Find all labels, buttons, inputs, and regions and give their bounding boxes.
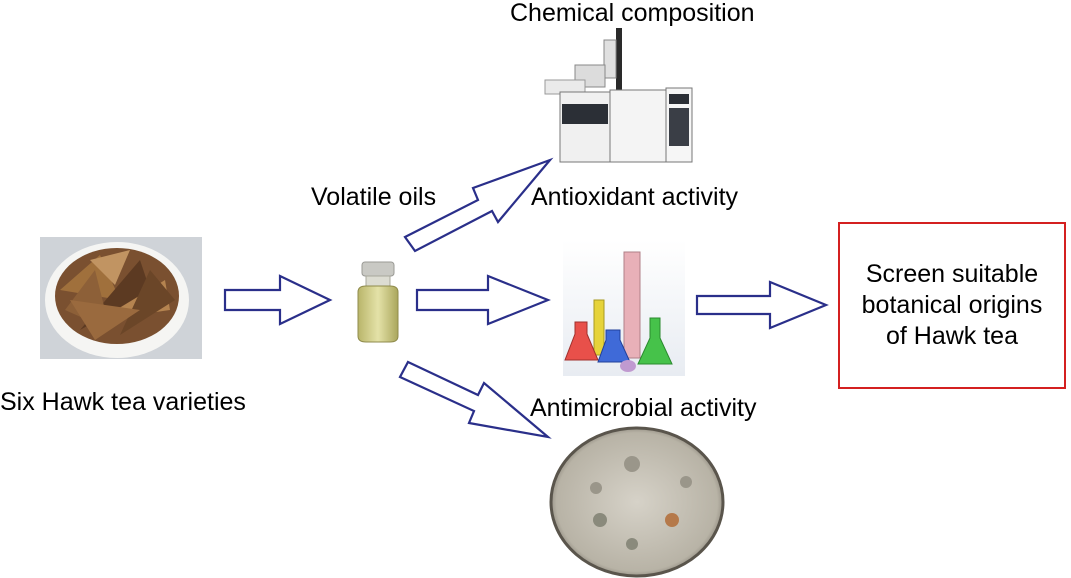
chemical-composition-label: Chemical composition [510,0,755,27]
arrow-antioxidant-to-result [695,280,829,330]
arrow-oil-to-antimicrobial [398,360,552,439]
lab-glassware-image [563,240,685,376]
gc-ms-instrument-image [544,28,693,163]
arrow-oil-to-composition [403,157,554,253]
tea-leaves-image [40,237,202,359]
antimicrobial-activity-label: Antimicrobial activity [530,394,757,422]
arrow-leaves-to-oil [223,274,333,326]
result-line-1: Screen suitable [865,260,1039,288]
result-box: Screen suitable botanical origins of Haw… [838,222,1066,389]
result-text: Screen suitable botanical origins of Haw… [862,259,1043,352]
result-line-3: of Hawk tea [885,322,1018,350]
oil-jar-image [357,261,399,343]
petri-dish-image [549,426,725,578]
result-line-2: botanical origins [861,291,1043,319]
antioxidant-activity-label: Antioxidant activity [531,183,739,211]
six-varieties-label: Six Hawk tea varieties [0,388,246,416]
volatile-oils-label: Volatile oils [311,183,437,211]
arrow-oil-to-antioxidant [415,274,551,326]
